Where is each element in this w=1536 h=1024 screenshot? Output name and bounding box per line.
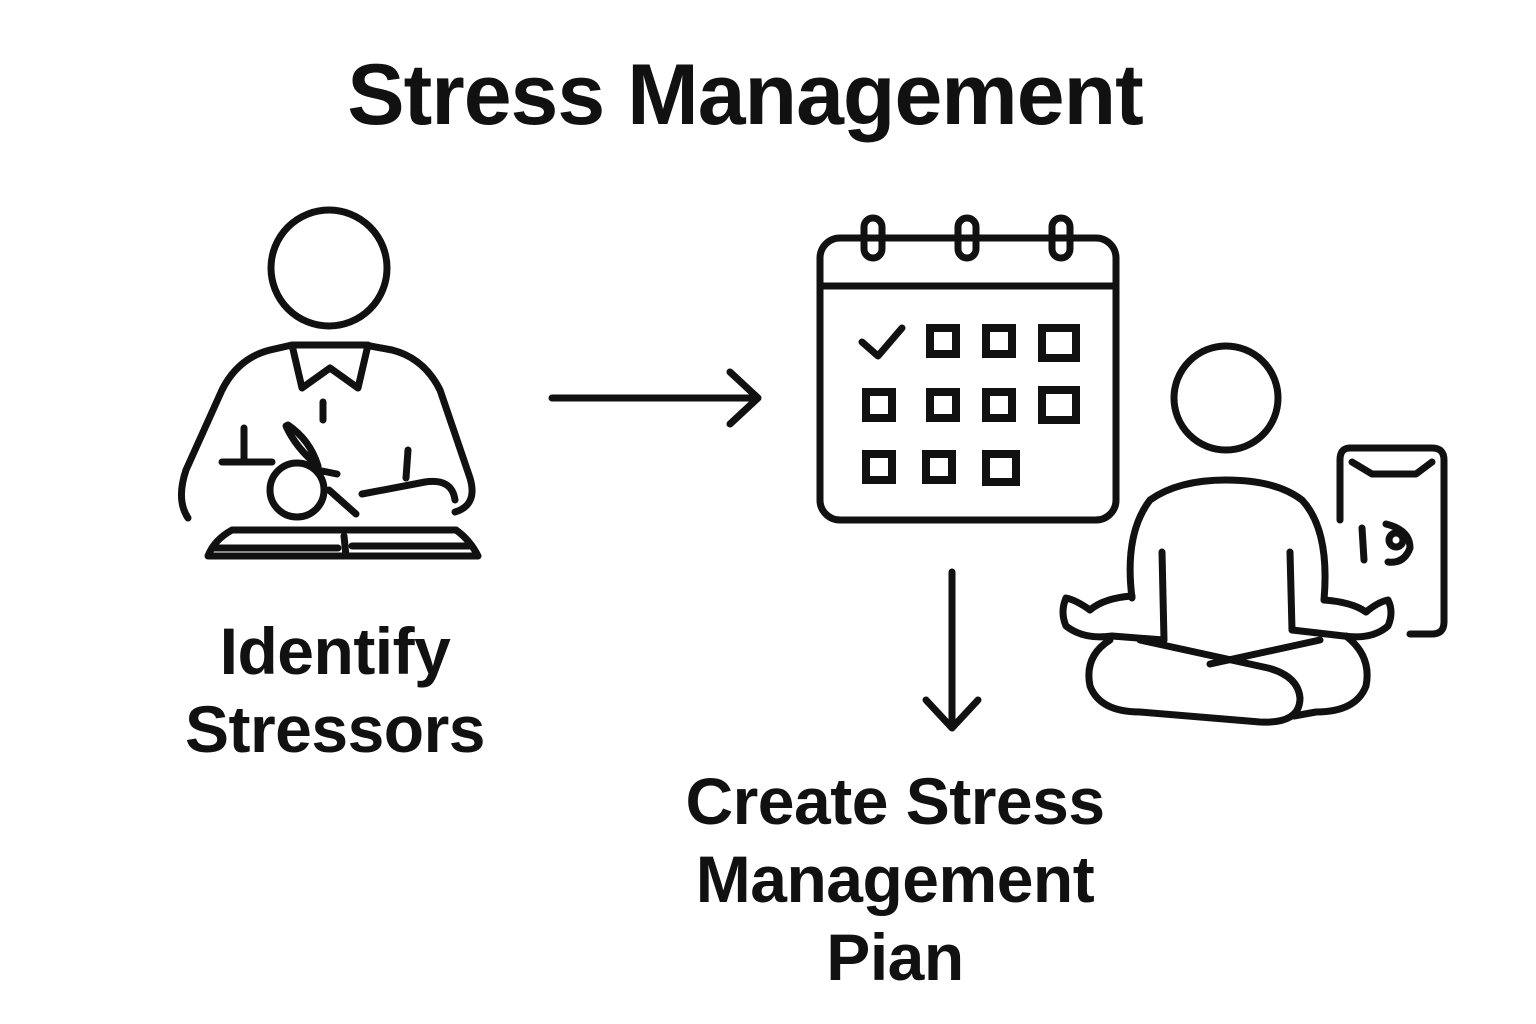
identify-line-1: Identify [219,614,451,688]
calendar-checklist-icon [816,214,1120,524]
step-identify-stressors-label: Identify Stressors [130,612,540,768]
identify-line-2: Stressors [184,692,486,766]
step-create-plan-label: Create Stress Management Pian [600,762,1190,996]
arrow-right-icon [548,368,762,428]
arrow-down-icon [922,568,982,732]
meditating-person-with-phone-icon [1059,342,1448,726]
plan-line-1: Create Stress [685,764,1105,838]
person-writing-journal-icon [178,206,482,560]
diagram-title: Stress Management [347,47,1144,143]
plan-line-2: Management [695,842,1095,916]
plan-line-3: Pian [826,920,964,994]
